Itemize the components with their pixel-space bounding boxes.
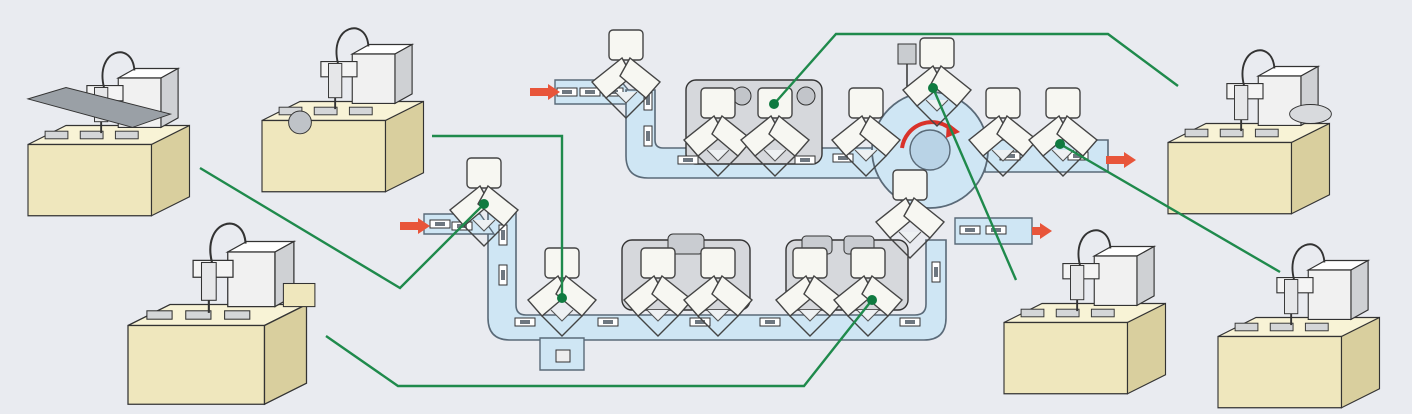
right-arrow-icon (400, 218, 430, 234)
connector-dots (479, 83, 1065, 305)
robot-arm-icon (261, 27, 425, 193)
robot-arm-icon (27, 51, 191, 217)
robot-arm-icon (126, 222, 308, 406)
robot-cell-top-right (1167, 49, 1332, 215)
robot-arm-icon (1003, 229, 1167, 395)
right-arrow-icon (530, 84, 560, 100)
upper-conveyor (554, 79, 1109, 179)
robot-arm-icon (1217, 243, 1381, 409)
flow-arrows (400, 84, 1136, 239)
robot-arm-icon (1167, 49, 1331, 215)
robot-cell-bottom-left (126, 222, 316, 406)
robot-cell-bottom-center-right (1003, 229, 1167, 395)
clockwise-arrow-icon (900, 120, 954, 149)
right-arrow-icon (1106, 152, 1136, 168)
connector-lines (199, 32, 1281, 388)
robot-cell-top-center (261, 27, 425, 193)
right-arrow-icon (1032, 223, 1052, 239)
gripper-stations (449, 29, 1098, 337)
robot-cell-bottom-right (1217, 243, 1381, 409)
robot-cell-top-left (26, 51, 191, 217)
